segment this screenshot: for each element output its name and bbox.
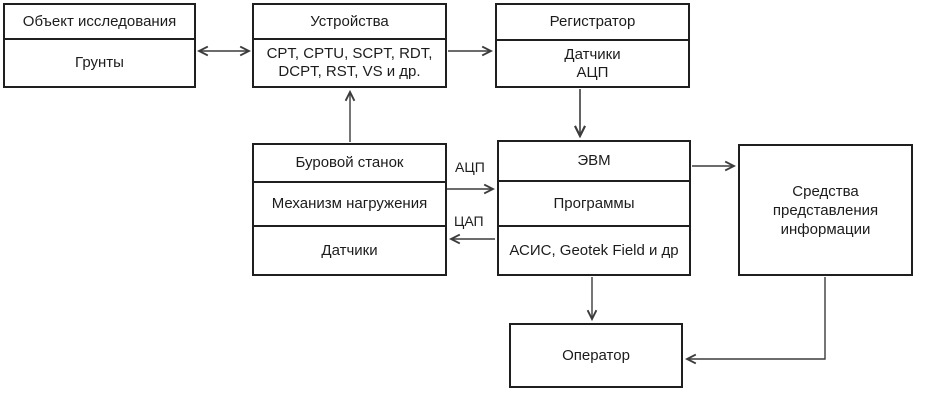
devices-title: Устройства: [254, 5, 445, 40]
presentation-box: Средства представления информации: [738, 144, 913, 276]
object-of-study-body: Грунты: [75, 54, 124, 71]
drill-rig-box: Буровой станок Механизм нагружения Датчи…: [252, 143, 447, 276]
computer-box: ЭВМ Программы АСИС, Geotek Field и др: [497, 140, 691, 276]
computer-row2: Программы: [499, 182, 689, 227]
drill-rig-row2: Механизм нагружения: [254, 183, 445, 227]
object-of-study-title: Объект исследования: [5, 5, 194, 40]
dac-arrow-label: ЦАП: [454, 213, 484, 229]
registrator-title: Регистратор: [497, 5, 688, 41]
object-of-study-box: Объект исследования Грунты: [3, 3, 196, 88]
adc-arrow-label: АЦП: [455, 159, 485, 175]
drill-rig-row3: Датчики: [321, 241, 378, 259]
computer-row1: ЭВМ: [499, 142, 689, 182]
devices-box: Устройства CPT, CPTU, SCPT, RDT, DCPT, R…: [252, 3, 447, 88]
devices-body: CPT, CPTU, SCPT, RDT, DCPT, RST, VS и др…: [266, 45, 433, 80]
arrow-presentation-to-operator: [687, 277, 826, 359]
computer-row3: АСИС, Geotek Field и др: [509, 241, 679, 259]
operator-box: Оператор: [509, 323, 683, 388]
registrator-body: Датчики АЦП: [564, 45, 621, 81]
drill-rig-row1: Буровой станок: [254, 145, 445, 183]
registrator-box: Регистратор Датчики АЦП: [495, 3, 690, 88]
